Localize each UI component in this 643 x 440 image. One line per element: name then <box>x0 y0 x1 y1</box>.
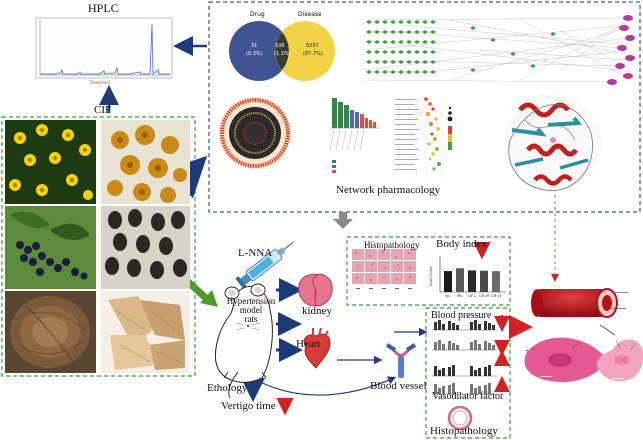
blood-vessel-label: Blood vessel <box>370 380 427 392</box>
cif-title: CIF <box>94 104 112 116</box>
body-index-tick-mc: MC <box>457 294 463 298</box>
venn-right-label: Disease <box>298 11 322 18</box>
histopathology-body-index-panel <box>346 236 511 306</box>
body-index-bar-nc <box>444 271 452 292</box>
svg-text:Time(min): Time(min) <box>89 80 111 85</box>
network-pharmacology-label: Network pharmacology <box>336 184 441 196</box>
blood-vessel-y-illustration <box>385 343 417 378</box>
rat-illustration <box>214 283 273 399</box>
blood-pressure-charts <box>432 320 497 395</box>
go-enrichment-bars <box>329 98 380 173</box>
venn-right-count: 8257 <box>306 43 319 49</box>
vessel-section-histology <box>447 405 473 431</box>
vertigo-time-label: Vertigo time <box>221 400 276 412</box>
cif-photo-grid <box>5 120 190 373</box>
body-index-label: Body index <box>436 238 488 250</box>
kidney-label: kidney <box>302 305 332 317</box>
arrow-network-to-experiment <box>333 219 353 229</box>
body-index-bar-cif-m <box>480 270 488 292</box>
venn-overlap-count: 106 <box>275 43 285 49</box>
body-index-bar-cif-h <box>492 271 500 292</box>
body-index-tick-cif-h: CIF-H <box>491 294 501 298</box>
histopathology-top-label: Histopathology <box>364 240 420 250</box>
venn-left-pct: (0.3%) <box>246 51 263 57</box>
lnna-label: L-NNA <box>238 247 273 259</box>
venn-diagram <box>229 21 335 81</box>
blood-pressure-label: Blood pressure <box>431 310 492 321</box>
venn-right-pct: (87.7%) <box>303 51 323 57</box>
body-index-tick-nc: NC <box>445 294 451 298</box>
histopathology-grid <box>351 248 419 300</box>
histopathology-bottom-label: Histopathology <box>430 425 498 437</box>
blood-vessel-illustration <box>531 288 629 318</box>
vasodilator-factor-label: Vasodilator factor <box>432 391 504 402</box>
protein-docking-structure <box>505 93 601 193</box>
hplc-title: HPLC <box>88 1 119 15</box>
venn-overlap-pct: (1.1%) <box>274 51 291 57</box>
body-index-bar-cif-l <box>468 270 476 292</box>
ethology-label: Ethology <box>207 382 248 394</box>
syringe-illustration <box>235 241 294 290</box>
hypertension-model-label: Hypertension model rats <box>226 296 276 324</box>
svg-text:Body index: Body index <box>429 266 433 286</box>
ppi-network <box>219 97 291 169</box>
heart-illustration <box>303 327 331 369</box>
endothelial-cell-diagrams <box>524 337 643 383</box>
body-index-tick-cif-m: CIF-M <box>479 294 489 298</box>
venn-left-count: 31 <box>251 43 258 49</box>
kegg-bubble-chart <box>393 97 453 178</box>
body-index-tick-cif-l: CIF-L <box>468 294 477 298</box>
cif-panel <box>1 116 196 377</box>
compound-target-network <box>355 14 635 85</box>
venn-left-label: Drug <box>250 11 265 18</box>
body-index-bar-mc <box>456 268 464 292</box>
hplc-chromatogram: Time(min) <box>35 17 173 85</box>
heart-label: Heart <box>296 338 321 350</box>
blood-pressure-panel <box>425 307 511 439</box>
network-pharmacology-panel <box>208 1 641 213</box>
kidney-illustration <box>298 273 333 307</box>
